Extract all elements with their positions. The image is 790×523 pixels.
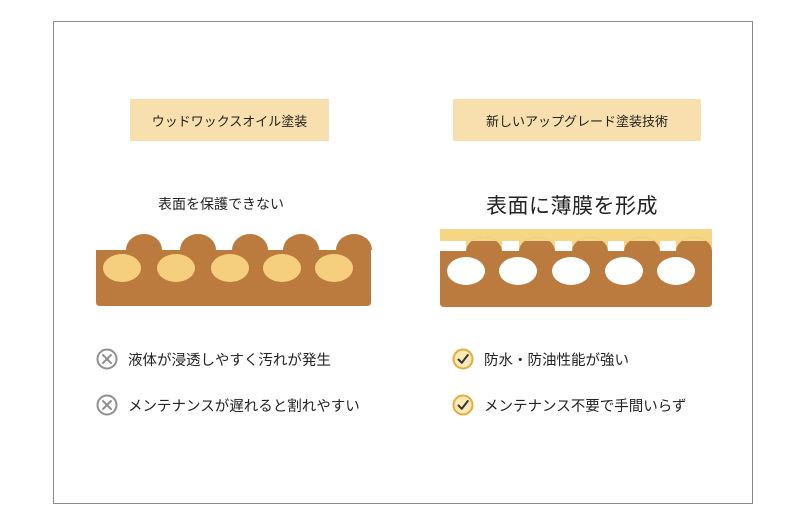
empty-pore (499, 257, 537, 285)
wax-filled-pore (211, 254, 249, 282)
right-point-1: 防水・防油性能が強い (452, 348, 629, 370)
right-point-1-text: 防水・防油性能が強い (484, 352, 629, 369)
right-tag-label: 新しいアップグレード塗装技術 (485, 114, 668, 130)
wax-filled-pore (315, 254, 353, 282)
check-circle-icon (452, 394, 474, 416)
cross-circle-icon (96, 394, 118, 416)
right-point-2: メンテナンス不要で手間いらず (452, 394, 686, 416)
empty-pore (552, 257, 590, 285)
coated-bump (624, 237, 660, 251)
cross-circle-icon (96, 348, 118, 370)
wax-filled-pore (157, 254, 195, 282)
left-tag: ウッドワックスオイル塗装 (130, 99, 329, 141)
check-circle-icon (452, 348, 474, 370)
coated-bump (519, 237, 555, 251)
left-point-2-text: メンテナンスが遅れると割れやすい (128, 398, 360, 415)
left-tag-label: ウッドワックスオイル塗装 (151, 114, 308, 130)
wax-filled-pore (103, 254, 141, 282)
coated-bump (572, 237, 608, 251)
left-point-1: 液体が浸透しやすく汚れが発生 (96, 348, 331, 370)
right-wood-profile (440, 229, 712, 307)
left-point-2: メンテナンスが遅れると割れやすい (96, 394, 360, 416)
left-wood-profile (96, 234, 372, 306)
right-caption: 表面に薄膜を形成 (486, 194, 658, 218)
right-point-2-text: メンテナンス不要で手間いらず (484, 398, 687, 415)
left-caption: 表面を保護できない (158, 197, 284, 213)
empty-pore (605, 257, 643, 285)
coated-bump (466, 237, 502, 251)
empty-pore (657, 257, 695, 285)
wax-filled-pore (263, 254, 301, 282)
left-point-1-text: 液体が浸透しやすく汚れが発生 (128, 352, 331, 369)
coated-bump (676, 237, 712, 251)
comparison-frame (53, 21, 753, 504)
right-tag: 新しいアップグレード塗装技術 (453, 99, 701, 141)
empty-pore (447, 257, 485, 285)
